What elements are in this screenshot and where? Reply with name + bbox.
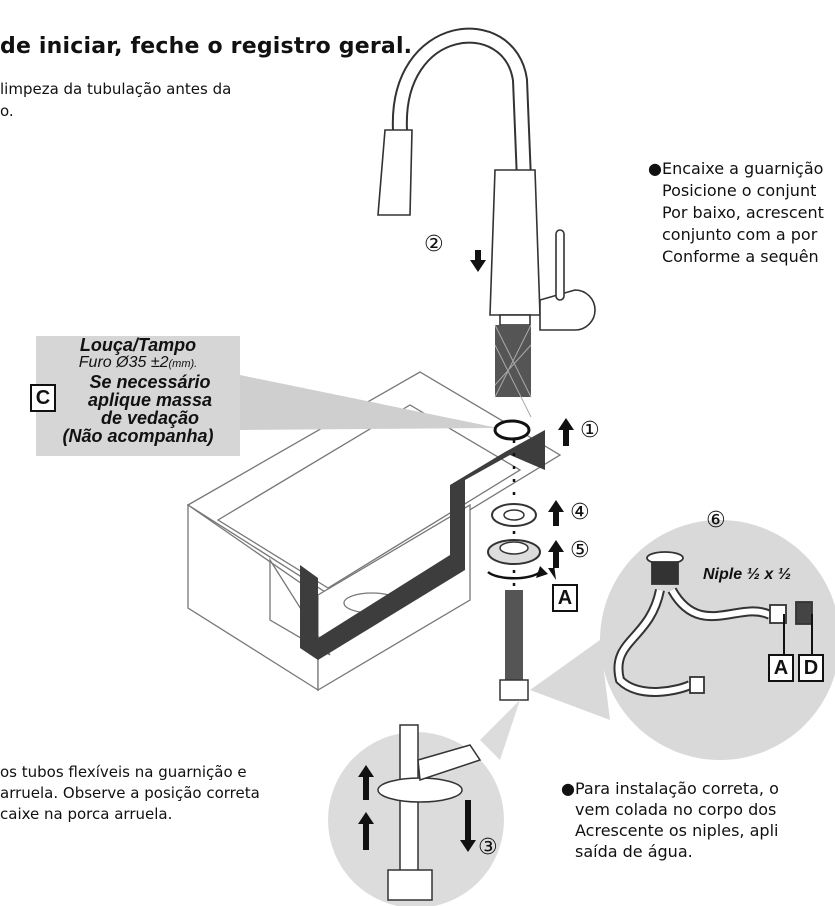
bullet-line: conjunto com a por bbox=[662, 225, 818, 244]
countertop-cut bbox=[300, 430, 545, 660]
bullet-line: os tubos flexíveis na guarnição e bbox=[0, 763, 247, 781]
step-6: ⑥ bbox=[706, 508, 726, 533]
bullet-line: ●Para instalação correta, o bbox=[561, 779, 779, 798]
step-arrows bbox=[470, 250, 574, 580]
hole-diameter: Furo Ø35 ±2 bbox=[78, 354, 169, 371]
bullet-line: saída de água. bbox=[575, 842, 693, 861]
label-panel bbox=[36, 336, 240, 456]
bullet-line: Posicione o conjunt bbox=[662, 181, 817, 200]
step-1: ① bbox=[580, 418, 600, 443]
instruction-bullet-right: ●Encaixe a guarnição Posicione o conjunt… bbox=[648, 158, 824, 268]
instruction-bullet-bottom-right: ●Para instalação correta, o vem colada n… bbox=[561, 778, 779, 862]
bullet-line: Acrescente os niples, apli bbox=[575, 821, 779, 840]
label-d-detail: D bbox=[798, 654, 824, 682]
sealant-note: de vedação bbox=[100, 408, 200, 428]
detail-bottom-parts bbox=[377, 724, 482, 901]
bullet-line: vem colada no corpo dos bbox=[575, 800, 777, 819]
hole-unit: (mm). bbox=[168, 358, 198, 370]
o-ring bbox=[493, 419, 531, 441]
label-a-detail: A bbox=[768, 654, 794, 682]
bullet-line: caixe na porca arruela. bbox=[0, 805, 173, 823]
label-c: C bbox=[30, 384, 56, 412]
countertop-title: Louça/Tampo bbox=[79, 335, 197, 355]
detail-bottom-arrows bbox=[358, 765, 476, 852]
rotate-arrow bbox=[487, 571, 541, 580]
callout-beam bbox=[240, 375, 498, 430]
sealant-note: aplique massa bbox=[87, 390, 213, 410]
detail-right-parts bbox=[613, 551, 813, 697]
braided-hose-bottom bbox=[505, 590, 523, 680]
step-5: ⑤ bbox=[570, 538, 590, 563]
intro-line: limpeza da tubulação antes da bbox=[0, 80, 232, 98]
sealant-note: (Não acompanha) bbox=[62, 426, 214, 446]
bullet-line: Conforme a sequên bbox=[662, 247, 819, 266]
page-heading: de iniciar, feche o registro geral. bbox=[0, 34, 413, 59]
intro-line: o. bbox=[0, 102, 14, 120]
instruction-bullet-bottom-left: os tubos flexíveis na guarnição e arruel… bbox=[0, 762, 260, 825]
step-2: ② bbox=[424, 232, 444, 257]
bullet-line: ●Encaixe a guarnição bbox=[648, 159, 824, 178]
countertop-label: Louça/Tampo Furo Ø35 ±2(mm). Se necessár… bbox=[38, 336, 238, 445]
niple-label: Niple ½ x ½ bbox=[703, 566, 792, 583]
faucet bbox=[377, 27, 596, 331]
bullet-line: arruela. Observe a posição correta bbox=[0, 784, 260, 802]
sealant-note: Se necessário bbox=[89, 372, 211, 392]
hole-spec: Furo Ø35 ±2(mm). bbox=[38, 354, 238, 373]
intro-text: limpeza da tubulação antes da o. bbox=[0, 78, 231, 122]
step-3: ③ bbox=[478, 835, 498, 860]
step-4: ④ bbox=[570, 500, 590, 525]
bullet-line: Por baixo, acrescent bbox=[662, 203, 824, 222]
label-a-main: A bbox=[552, 584, 578, 612]
